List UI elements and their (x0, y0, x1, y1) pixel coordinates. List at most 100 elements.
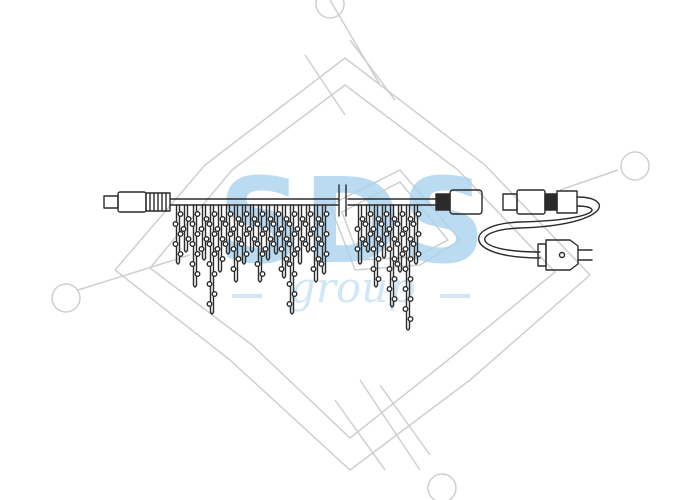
led-bulb (302, 240, 309, 247)
led-bulb (185, 235, 192, 242)
led-bulb (227, 230, 234, 237)
led-bulb (259, 210, 266, 217)
led-bulb (354, 245, 361, 252)
icicle-strand (222, 204, 234, 255)
led-bulb (214, 225, 221, 232)
led-bulb (286, 220, 293, 227)
led-bulb (206, 240, 213, 247)
icicle-strand (254, 204, 266, 283)
watermark-circles (51, 0, 650, 500)
led-bulb (318, 261, 325, 268)
led-bulb (283, 235, 290, 242)
icicle-strand (402, 204, 414, 331)
icicle-strand (180, 204, 192, 253)
led-bulb (211, 250, 218, 257)
power-connector-icon (502, 189, 578, 215)
led-bulb (378, 240, 385, 247)
led-bulb (203, 235, 210, 242)
led-bulb (243, 230, 250, 237)
led-bulb (246, 225, 253, 232)
led-bulb (254, 240, 261, 247)
led-bulb (386, 225, 393, 232)
led-bulb (375, 215, 382, 222)
led-bulb (402, 225, 409, 232)
watermark (51, 0, 650, 500)
led-bulb (394, 240, 401, 247)
led-bulb (370, 245, 377, 252)
led-bulb (415, 230, 422, 237)
led-bulb (238, 240, 245, 247)
led-bulb (354, 225, 361, 232)
led-bulb (206, 301, 213, 308)
led-bulb (386, 286, 393, 293)
led-bulb (259, 271, 266, 278)
icicle-strand (230, 204, 242, 283)
led-bulb (378, 220, 385, 227)
led-bulb (391, 235, 398, 242)
led-bulb (362, 240, 369, 247)
led-bulb (227, 210, 234, 217)
led-bulb (286, 240, 293, 247)
led-bulb (291, 250, 298, 257)
power-cord (478, 196, 601, 259)
led-bulb (262, 225, 269, 232)
led-bulb (206, 261, 213, 268)
led-bulb (278, 225, 285, 232)
led-bulb (243, 250, 250, 257)
icicle-strand (386, 204, 398, 308)
led-bulb (262, 245, 269, 252)
led-bulb (359, 235, 366, 242)
led-bulb (307, 230, 314, 237)
led-bulb (310, 245, 317, 252)
icicle-strand (362, 204, 374, 253)
watermark-rods (77, 0, 619, 471)
power-plug-icon (537, 239, 593, 271)
led-bulb (180, 225, 187, 232)
icicle-strand (410, 204, 422, 265)
icicle-strand (286, 204, 298, 315)
icicle-strand (370, 204, 382, 288)
icicle-strand (394, 204, 406, 273)
led-bulb (407, 235, 414, 242)
watermark-script-text: group (289, 263, 415, 312)
led-bulb (299, 215, 306, 222)
led-bulb (407, 256, 414, 263)
led-bulb (383, 230, 390, 237)
led-bulb (375, 276, 382, 283)
led-bulb (267, 215, 274, 222)
led-bulb (299, 235, 306, 242)
led-bulb (291, 210, 298, 217)
led-bulb (283, 256, 290, 263)
led-bulb (259, 250, 266, 257)
led-bulb (407, 316, 414, 323)
led-bulb (286, 301, 293, 308)
led-bulb (386, 245, 393, 252)
led-bulb (189, 220, 196, 227)
led-bulb (323, 250, 330, 257)
led-bulb (235, 256, 242, 263)
led-bulb (172, 220, 179, 227)
led-bulb (254, 261, 261, 268)
led-bulb (243, 210, 250, 217)
led-bulb (370, 266, 377, 273)
led-bulb (194, 210, 201, 217)
led-bulb (177, 210, 184, 217)
led-bulb (399, 230, 406, 237)
led-bulb (177, 230, 184, 237)
led-bulb (206, 281, 213, 288)
led-bulb (394, 261, 401, 268)
led-bulb (367, 230, 374, 237)
led-bulb (386, 266, 393, 273)
led-bulb (194, 250, 201, 257)
led-bulb (251, 215, 258, 222)
led-bulb (219, 235, 226, 242)
led-bulb (399, 250, 406, 257)
led-bulb (267, 235, 274, 242)
led-bulb (189, 261, 196, 268)
led-bulb (275, 210, 282, 217)
led-bulb (206, 220, 213, 227)
led-bulb (222, 240, 229, 247)
icicle-strand (378, 204, 390, 259)
led-bulb (189, 240, 196, 247)
led-bulb (275, 230, 282, 237)
